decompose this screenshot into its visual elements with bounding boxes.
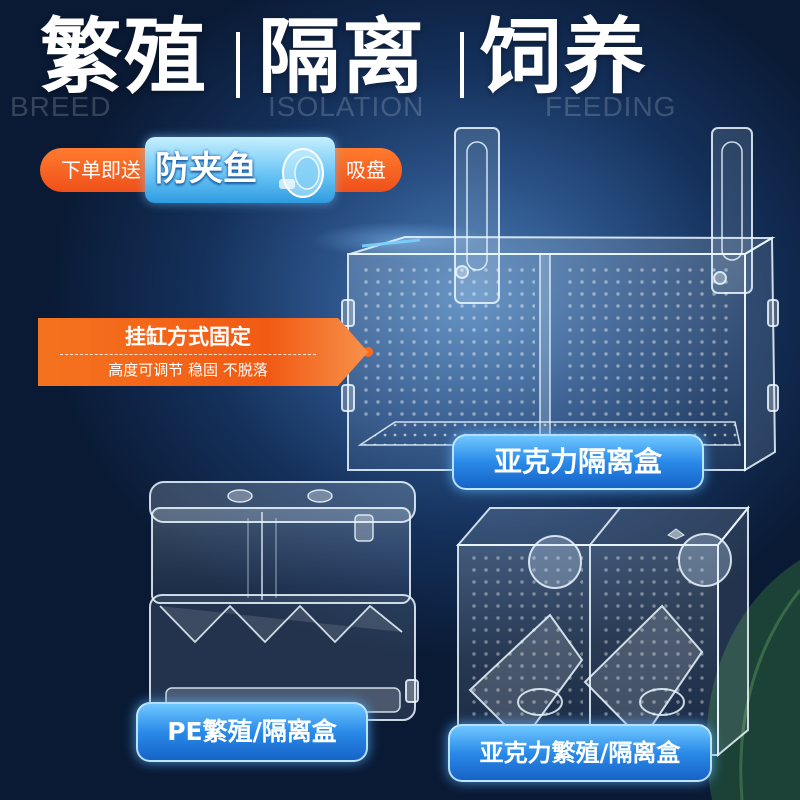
english-feeding: FEEDING xyxy=(545,91,677,122)
header-divider xyxy=(236,32,240,98)
feature-title: 挂缸方式固定 xyxy=(125,325,251,349)
pe-breeding-box xyxy=(149,481,419,721)
feature-divider xyxy=(60,354,316,355)
product-label-acrylic-isolation: 亚克力隔离盒 xyxy=(452,434,704,490)
promo-highlight: 防夹鱼 xyxy=(155,149,257,189)
header-word-isolation: 隔离 xyxy=(258,10,427,105)
product-label-pe-breeding: PE繁殖/隔离盒 xyxy=(136,702,368,762)
header-word-breed: 繁殖 xyxy=(40,10,209,105)
acrylic-breeding-box xyxy=(455,505,751,758)
header-divider xyxy=(460,32,464,98)
promo-prefix: 下单即送 xyxy=(40,148,162,192)
english-breed: BREED xyxy=(10,91,112,122)
feature-subtitle: 高度可调节 稳固 不脱落 xyxy=(108,361,268,379)
promo-highlight-box: 防夹鱼 xyxy=(145,137,335,203)
suction-cup-icon xyxy=(279,148,324,198)
product-label-acrylic-breeding: 亚克力繁殖/隔离盒 xyxy=(448,724,712,782)
header-word-feeding: 饲养 xyxy=(480,10,649,105)
mount-feature-banner: 挂缸方式固定 高度可调节 稳固 不脱落 xyxy=(38,318,368,386)
promo-suffix: 吸盘 xyxy=(330,148,402,192)
acrylic-isolation-box xyxy=(341,127,779,472)
light-glow xyxy=(310,222,490,258)
leaf-decoration xyxy=(706,560,800,800)
english-isolation: ISOLATION xyxy=(268,91,425,122)
